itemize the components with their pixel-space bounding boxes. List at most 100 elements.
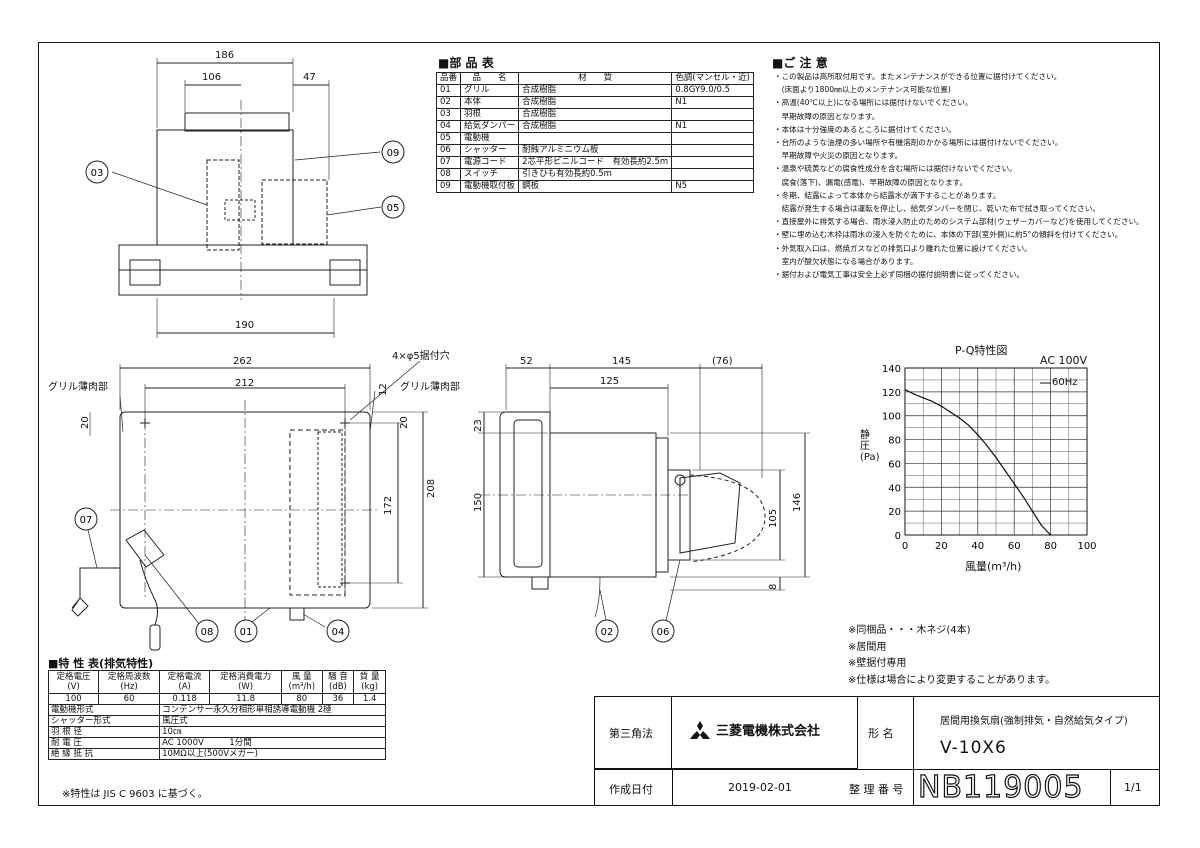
- char-spec-value: コンデンサー永久分相形単相誘導電動機 2極: [159, 704, 386, 716]
- callout-label: 08: [201, 627, 214, 638]
- char-spec-value: 10MΩ以上(500Vメガー): [159, 748, 386, 760]
- callout-label: 07: [80, 515, 93, 526]
- char-header-row: 定格電圧(V)定格周波数(Hz)定格電流(A)定格消費電力(W)風 量(m³/h…: [47, 670, 386, 694]
- char-value: 80: [281, 693, 323, 705]
- parts-cell: 04: [435, 120, 462, 133]
- char-header: 定格消費電力(W): [209, 670, 283, 694]
- callout-01: 01: [234, 619, 258, 643]
- parts-cell: 05: [435, 132, 462, 145]
- pq-freq-label: 60Hz: [1052, 377, 1078, 388]
- pq-point: [1004, 469, 1006, 472]
- char-header: 定格電流(A): [159, 670, 211, 694]
- char-value: 11.8: [209, 693, 283, 705]
- char-header: 定格電圧(V): [47, 670, 100, 694]
- parts-cell: スイッチ: [460, 168, 520, 181]
- note-line: ・この製品は高所取付用です。またメンテナンスができる位置に据付けてください。: [774, 72, 1062, 81]
- date-label: 作成日付: [609, 783, 653, 796]
- parts-cell: 03: [435, 108, 462, 121]
- pq-y-tick: 100: [882, 412, 901, 423]
- parts-cell: N1: [671, 120, 754, 133]
- note-line: ・本体は十分強度のあるところに据付けてください。: [774, 124, 957, 134]
- char-title: ■特 性 表(排気特性): [48, 657, 154, 670]
- parts-cell: N5: [671, 180, 754, 193]
- char-header-unit: (V): [67, 682, 80, 692]
- callout-09: 09: [381, 140, 405, 164]
- parts-cell: シャッター: [460, 144, 520, 157]
- top-view: [111, 58, 382, 338]
- note-line: 結露が発生する場合は運転を停止し、給気ダンパーを閉じ、乾いた布で拭き取ってくださ…: [774, 204, 1100, 214]
- three-diamonds-logo-icon: [690, 720, 710, 739]
- char-spec-label: 耐 電 圧: [47, 737, 161, 749]
- parts-cell: 01: [435, 84, 462, 97]
- char-header: 風 量(m³/h): [281, 670, 323, 694]
- dim-212: 212: [235, 378, 255, 389]
- char-spec-value: 10㎝: [159, 726, 386, 738]
- char-header-unit: (Hz): [120, 682, 138, 692]
- pq-point: [904, 388, 906, 391]
- parts-cell: 09: [435, 180, 462, 193]
- pq-x-tick: 60: [1008, 541, 1021, 552]
- pq-plot-frame: [904, 367, 1088, 536]
- parts-table-title: ■部 品 表: [438, 56, 494, 70]
- callout-circle: [381, 195, 405, 219]
- char-spec-label: 電動機形式: [47, 704, 161, 716]
- pq-x-tick: 0: [902, 541, 908, 552]
- char-header: 定格周波数(Hz): [98, 670, 161, 694]
- pq-point: [968, 424, 970, 426]
- char-header-unit: (m³/h): [288, 682, 316, 692]
- hole-note: 4×φ5据付穴: [392, 351, 450, 362]
- company-name: 三菱電機株式会社: [716, 724, 821, 739]
- parts-cell: 引きひも有効長約0.5m: [518, 168, 673, 181]
- pq-point: [940, 405, 943, 407]
- parts-cell: 合成樹脂: [518, 84, 673, 97]
- page-number: 1/1: [1124, 781, 1142, 794]
- char-header-name: 定格電圧: [56, 672, 91, 682]
- remarks: ※同梱品・・・木ネジ(4本)※居間用※壁据付専用※仕様は場合により変更することが…: [848, 623, 1055, 689]
- dim-52: 52: [520, 356, 533, 367]
- char-footnote: ※特性は JIS C 9603 に基づく。: [62, 789, 208, 800]
- parts-cell: 合成樹脂: [518, 120, 673, 133]
- dim-20-left: 20: [80, 416, 91, 429]
- char-spec-row: 電動機形式コンデンサー永久分相形単相誘導電動機 2極: [47, 704, 386, 716]
- pq-point: [931, 400, 933, 402]
- char-header-name: 騒 音: [328, 672, 348, 682]
- pq-point: [995, 456, 997, 459]
- char-header-unit: (A): [178, 682, 191, 692]
- pq-x-tick: 40: [971, 541, 984, 552]
- parts-cell: [671, 168, 754, 181]
- callout-circle: [326, 619, 350, 643]
- char-spec-label: 絶 縁 抵 抗: [47, 748, 161, 760]
- parts-header-1: 品 名: [460, 72, 520, 85]
- char-spec-value: 風圧式: [159, 715, 386, 727]
- parts-cell: [671, 144, 754, 157]
- dim-47: 47: [303, 72, 316, 83]
- note-line: ・高温(40℃以上)になる場所には据付けないでください。: [774, 98, 973, 108]
- parts-cell: N1: [671, 96, 754, 109]
- grill-thin-right: グリル薄肉部: [400, 382, 460, 393]
- pq-point: [913, 393, 915, 395]
- ref-number-label: 整 理 番 号: [849, 783, 904, 796]
- pq-x-tick: 20: [935, 541, 948, 552]
- dim-125: 125: [600, 376, 620, 387]
- pq-xlabel: 風量(m³/h): [965, 560, 1022, 573]
- parts-cell: 07: [435, 156, 462, 169]
- parts-cell: [671, 108, 754, 121]
- callout-circle: [74, 507, 98, 531]
- remark-line: ※同梱品・・・木ネジ(4本): [848, 625, 971, 636]
- char-table: 定格電圧(V)定格周波数(Hz)定格電流(A)定格消費電力(W)風 量(m³/h…: [47, 670, 386, 760]
- note-line: ・壁に埋め込む木枠は雨水の浸入を防ぐために、本体の下部(室外側)に約5°の傾斜を…: [774, 230, 1123, 240]
- pq-y-tick: 60: [888, 459, 901, 470]
- char-value: 60: [98, 693, 161, 705]
- char-spec-row: シャッター形式風圧式: [47, 715, 386, 727]
- pq-point: [1040, 524, 1043, 527]
- dim-208: 208: [426, 478, 437, 498]
- dim-20-right: 20: [399, 416, 410, 429]
- callout-label: 01: [240, 627, 253, 638]
